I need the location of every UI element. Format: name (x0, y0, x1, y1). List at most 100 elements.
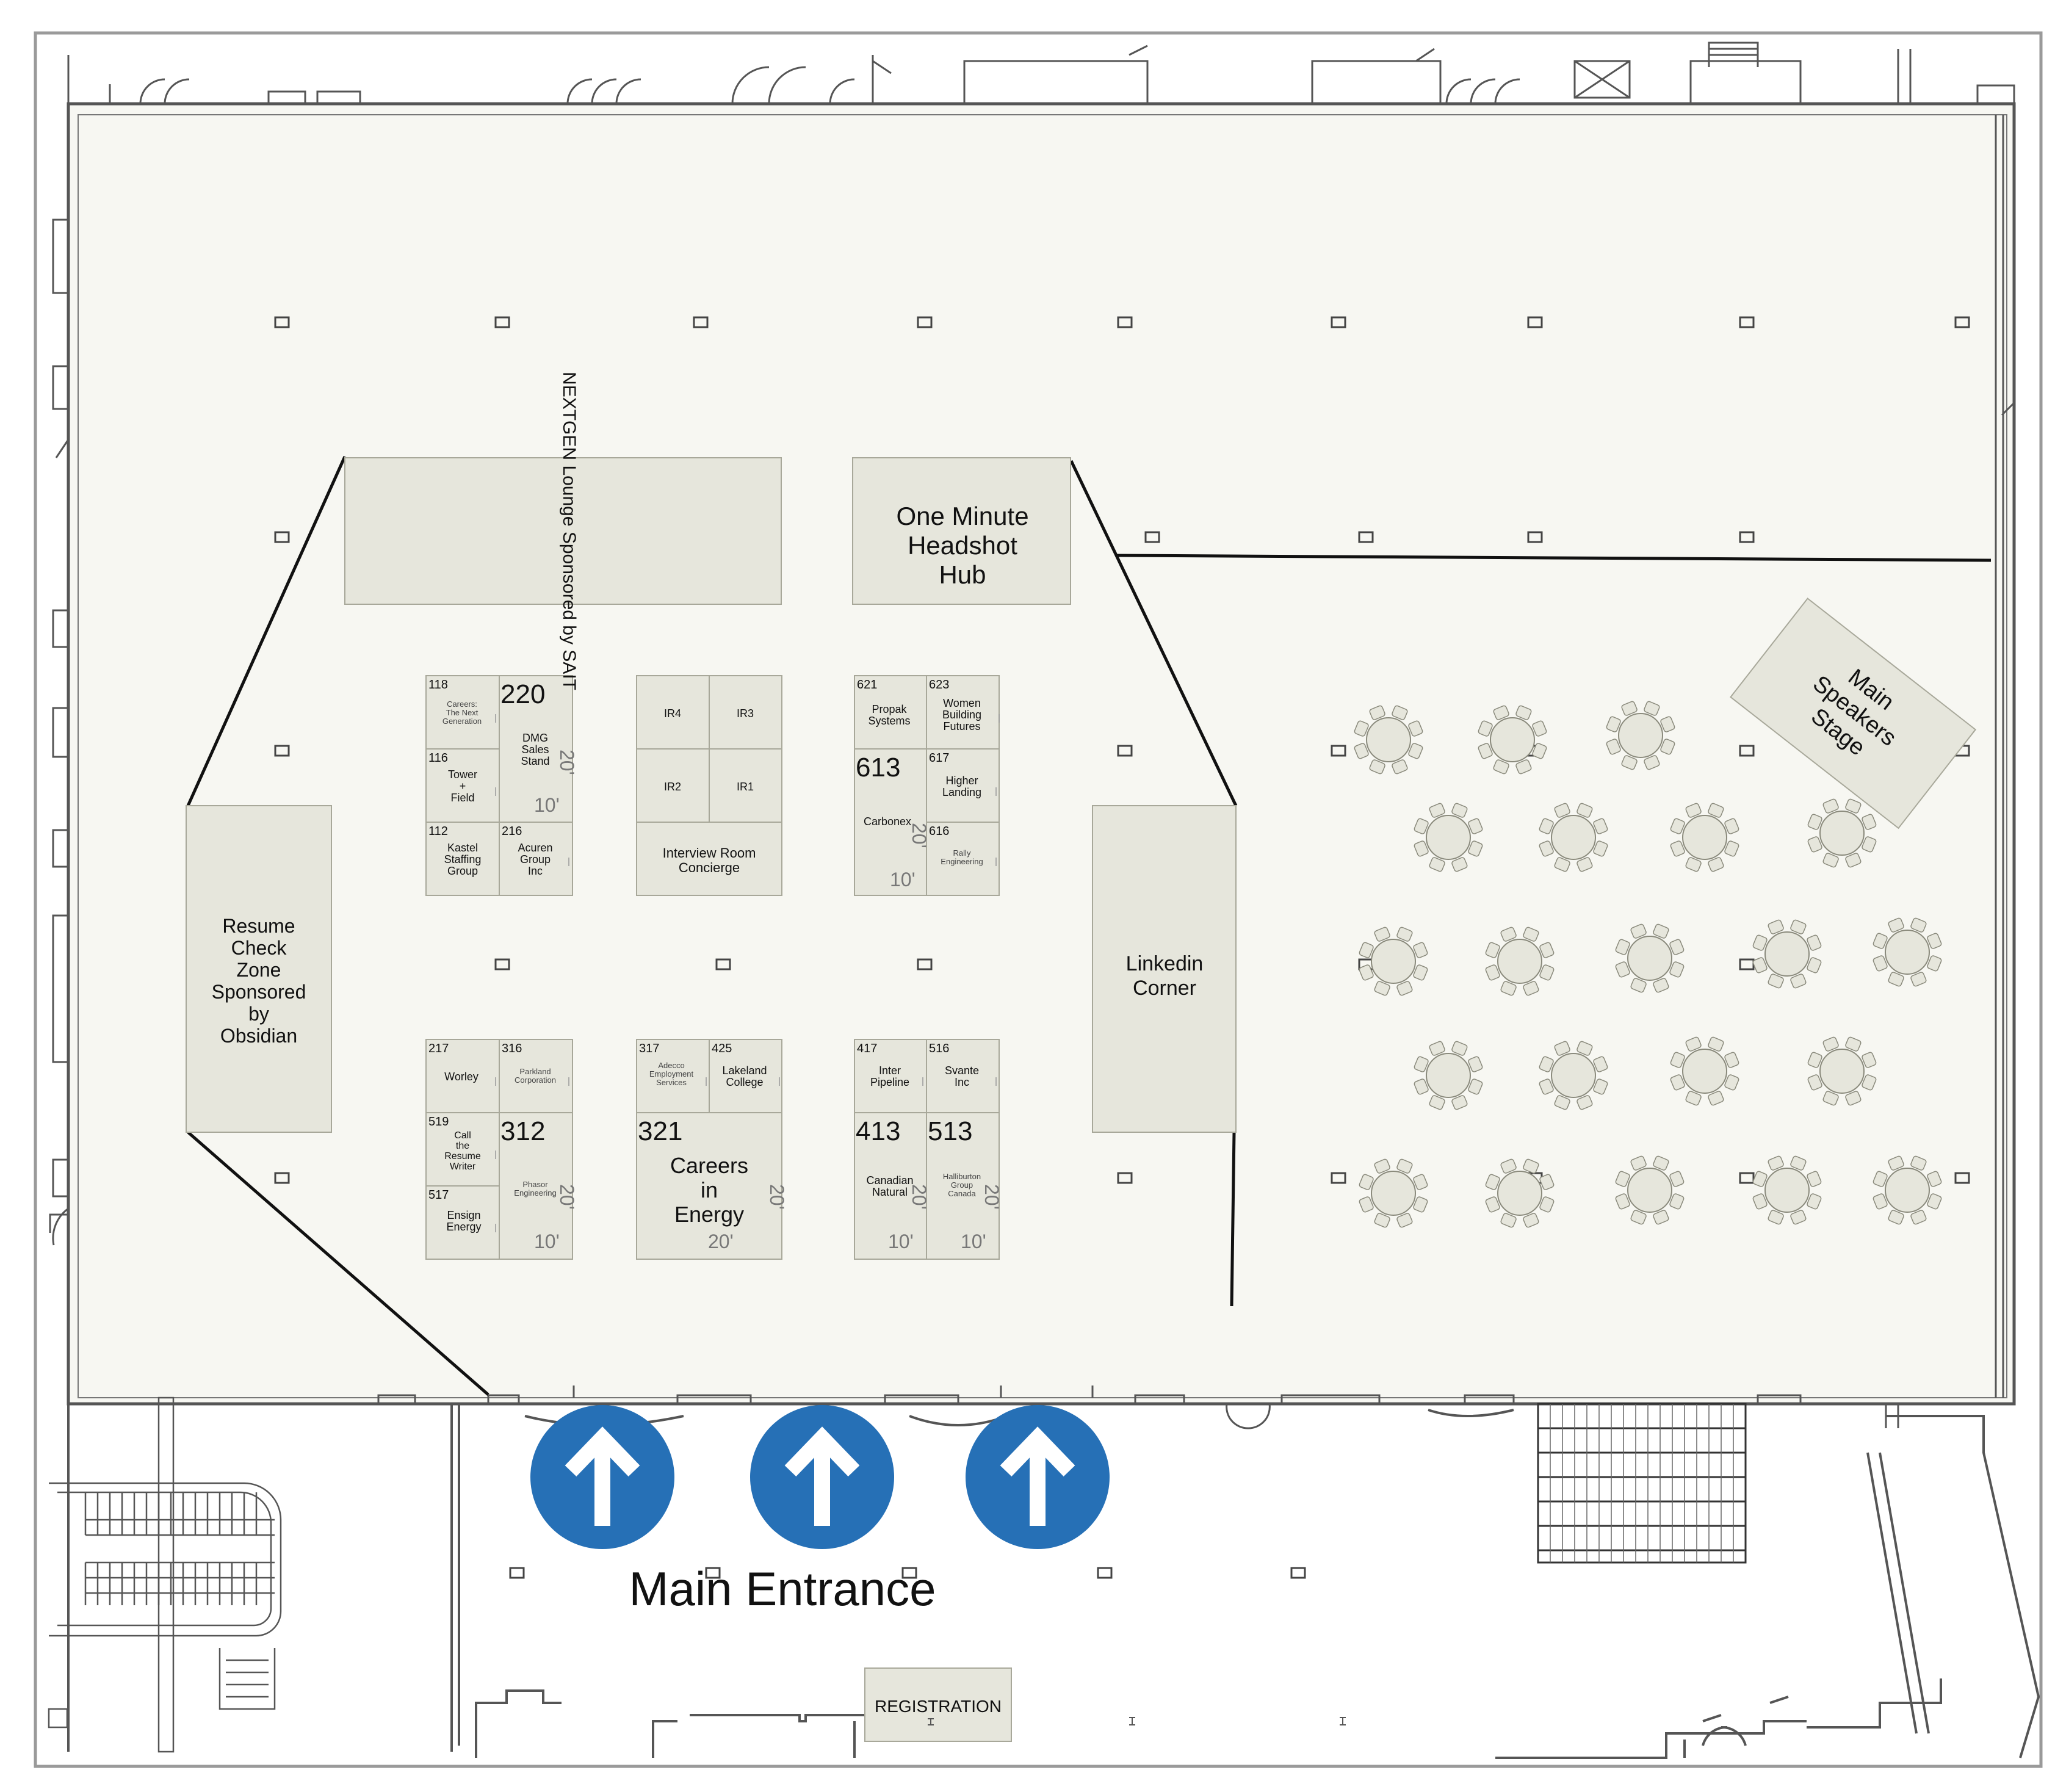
main-entrance-label: Main Entrance (629, 1562, 936, 1616)
linkedin-corner-zone (1092, 805, 1237, 1133)
dim-312-depth: 20' (556, 1184, 578, 1210)
structural-column (693, 316, 709, 328)
dim-613-depth: 20' (908, 823, 930, 848)
interview-room-ir3: IR3 (737, 707, 754, 720)
structural-column (1527, 316, 1543, 328)
round-table (1606, 701, 1675, 770)
round-table (1359, 927, 1428, 996)
structural-column (715, 958, 731, 970)
round-table (1807, 798, 1877, 868)
booth-number-217: 217 (428, 1042, 449, 1055)
structural-column (901, 1567, 917, 1579)
structural-column (494, 316, 510, 328)
booth-number-118: 118 (428, 678, 448, 692)
round-table (1414, 803, 1483, 872)
round-table (1670, 1036, 1739, 1106)
round-table (1752, 1155, 1822, 1225)
structural-column (1739, 316, 1755, 328)
booth-grid (425, 675, 1000, 1260)
booth-number-312: 312 (500, 1116, 545, 1146)
booth-number-417: 417 (857, 1042, 877, 1055)
nextgen-lounge-zone (344, 457, 782, 605)
round-table (1539, 1041, 1608, 1110)
zone-labels: NEXTGEN Lounge Sponsored by SAIT One Min… (212, 372, 1901, 1716)
dim-321-depth: 20' (766, 1184, 788, 1210)
booth-name-116: Tower+Field (448, 768, 477, 804)
booth-number-513: 513 (928, 1116, 972, 1146)
hall-floor-inner (78, 114, 2007, 1398)
interview-room-ir1: IR1 (737, 781, 754, 793)
speakers-stage-zone (1730, 598, 1977, 829)
feature-zones (186, 457, 1977, 1742)
booth-number-519: 519 (428, 1115, 449, 1129)
structural-column (1527, 531, 1543, 543)
round-table (1615, 1155, 1685, 1225)
hall-floor (67, 102, 2016, 1406)
booth-number-621: 621 (857, 678, 877, 692)
dim-413-depth: 20' (908, 1184, 930, 1210)
booth-number-321: 321 (638, 1116, 682, 1146)
dim-312-width: 10' (534, 1230, 560, 1252)
booth-name-217: Worley (444, 1071, 479, 1083)
resume-check-zone (186, 805, 332, 1133)
structural-column (917, 316, 933, 328)
entrance-arrow-center[interactable] (750, 1405, 894, 1549)
escalator-left (48, 1396, 282, 1753)
structural-column (1117, 316, 1133, 328)
right-wall-details (1995, 115, 2015, 1398)
entrance-arrows (530, 1405, 1110, 1549)
top-wall-details (67, 42, 2015, 104)
seating-area (1354, 701, 1942, 1228)
structural-column (1739, 531, 1755, 543)
booth-number-316: 316 (502, 1042, 522, 1055)
structural-column (1331, 1172, 1346, 1184)
round-table (1354, 705, 1423, 775)
structural-column (1117, 1172, 1133, 1184)
dim-220-depth: 20' (556, 750, 578, 775)
booth-number-425: 425 (712, 1042, 732, 1055)
structural-column (1331, 316, 1346, 328)
booth-number-112: 112 (428, 825, 448, 838)
entrance-arrow-left[interactable] (530, 1405, 674, 1549)
registration-label: REGISTRATION (875, 1697, 1002, 1716)
booth-number-616: 616 (929, 825, 949, 838)
structural-column (917, 958, 933, 970)
bottom-wall-details (377, 1386, 1899, 1429)
entrance-arrow-right[interactable] (966, 1405, 1110, 1549)
interview-room-ir2: IR2 (664, 781, 681, 793)
booth-number-317: 317 (639, 1042, 659, 1055)
structural-column (1331, 745, 1346, 757)
booth-number-617: 617 (929, 751, 949, 765)
left-wall-details (49, 219, 70, 1246)
booth-dimensions: 10' 20' 10' 20' 10' 20' 20' 20' 10' 20' … (534, 750, 1003, 1252)
booth-number-116: 116 (428, 751, 448, 765)
round-table (1414, 1041, 1483, 1110)
booth-name-613: Carbonex (864, 815, 911, 828)
booth-number-623: 623 (929, 678, 949, 692)
booth-number-517: 517 (428, 1188, 449, 1202)
round-table (1752, 919, 1822, 989)
structural-column (494, 958, 510, 970)
escalator-right (1537, 1403, 1747, 1564)
zone-boundaries (186, 455, 1992, 1396)
booth-number-516: 516 (929, 1042, 949, 1055)
dimension-ticks (495, 714, 1000, 1232)
structural-column (1358, 531, 1374, 543)
nextgen-lounge-label: NEXTGEN Lounge Sponsored by SAIT (559, 372, 579, 690)
